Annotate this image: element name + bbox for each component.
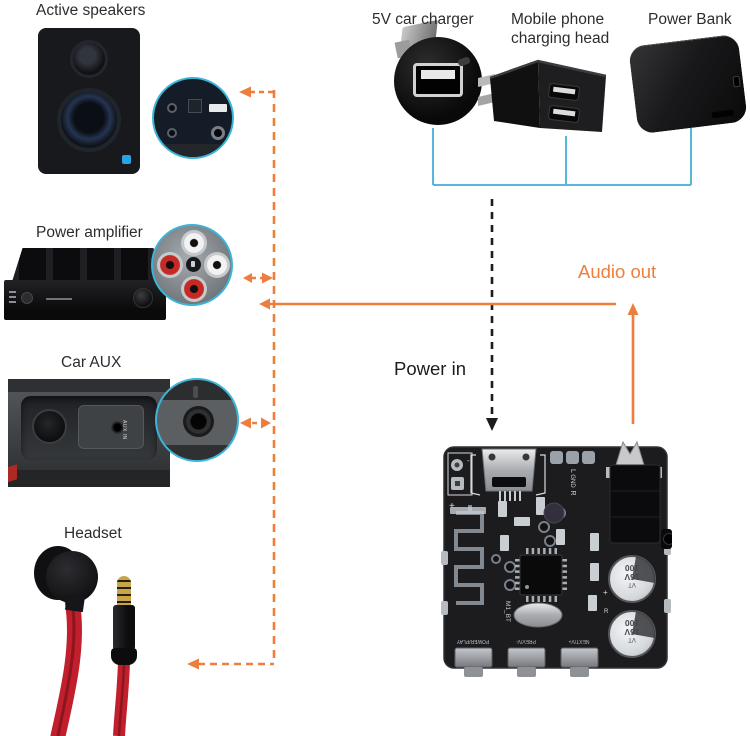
silkscreen-gnd: GND xyxy=(569,474,575,488)
button-prev-label: PREV/V- xyxy=(516,638,536,644)
car-charger-led xyxy=(457,56,471,67)
wall-charger-prong-bottom xyxy=(478,93,495,106)
cap1-value: 100 xyxy=(625,563,639,573)
power-in-label: Power in xyxy=(394,358,466,379)
car-aux-photo: AUX IN xyxy=(8,379,170,487)
output-pads: L GND R xyxy=(550,451,595,496)
bluetooth-receiver-board: - + L GND R xyxy=(441,440,672,677)
amplifier-volume-knob xyxy=(133,288,153,308)
wall-charger-top-edge xyxy=(489,59,607,80)
aux-lower-trim xyxy=(8,470,170,487)
car-charger-usb-port xyxy=(413,63,463,97)
silkscreen-plus: + xyxy=(449,501,455,512)
power-bank-usb-slot xyxy=(711,109,735,119)
power-bank-photo xyxy=(628,33,748,135)
car-aux-label: Car AUX xyxy=(61,354,122,371)
wall-charger-front-face xyxy=(490,61,540,128)
speaker-power-led xyxy=(122,155,131,164)
speaker-input-jack xyxy=(167,103,177,113)
headset-label: Headset xyxy=(64,525,122,542)
auxzoom-slit xyxy=(193,386,198,398)
car-charger-usb-tongue xyxy=(421,70,455,79)
speaker-aux-jack xyxy=(167,128,177,138)
speaker-dc-jack xyxy=(211,126,225,140)
active-speakers-label: Active speakers xyxy=(36,2,146,19)
capacitor-2: VT 16V 100 xyxy=(608,610,656,658)
car-charger-photo xyxy=(394,37,482,125)
amplifier-vents xyxy=(12,248,164,282)
amplifier-front-panel xyxy=(4,280,166,320)
cap2-voltage: 16V xyxy=(624,627,639,637)
speaker-usb-port xyxy=(209,104,227,112)
power-in-arrow xyxy=(486,199,498,431)
power-input-pads: - + xyxy=(447,452,473,512)
silkscreen-bt: M1_BT xyxy=(504,601,511,622)
silkscreen-r: R xyxy=(569,490,576,495)
crystal-oscillator xyxy=(513,602,563,628)
power-amplifier-photo xyxy=(4,248,166,326)
micro-usb-pins xyxy=(499,491,521,501)
plug-strain-relief xyxy=(111,648,137,665)
button-next: NEXT/V+ xyxy=(560,638,599,677)
rca-inputs-zoom xyxy=(151,224,233,306)
button-prev: PREV/V- xyxy=(507,638,546,677)
phone-charger-label: Mobile phone charging head xyxy=(511,11,610,47)
speaker-tweeter xyxy=(70,40,108,78)
aux-jack-zoom xyxy=(155,378,239,462)
speaker-optical-port xyxy=(188,99,202,113)
aux-jack-component xyxy=(606,440,672,549)
wall-charger-usb-port-1 xyxy=(548,83,580,101)
aux-port-plate: AUX IN xyxy=(78,405,144,449)
rca-jack-white-top xyxy=(181,230,207,256)
amplifier-port-marks xyxy=(9,291,16,303)
silkscreen-cap-plus: + xyxy=(603,588,608,597)
rca-jack-red-left xyxy=(157,252,183,278)
audio-out-label: Audio out xyxy=(578,261,657,282)
smd-components xyxy=(450,497,599,611)
power-amplifier-label: Power amplifier xyxy=(36,224,143,241)
micro-usb-port xyxy=(470,448,546,501)
rca-jack-red-bottom xyxy=(181,276,207,302)
earbud-stem xyxy=(64,593,86,613)
aux-in-text: AUX IN xyxy=(121,420,127,440)
silkscreen-cap-r: R xyxy=(604,609,609,615)
cap1-mark: VT xyxy=(628,581,636,587)
cap2-value: 100 xyxy=(625,618,639,628)
speaker-rear-panel-zoom xyxy=(152,77,234,159)
aux-recess-panel: AUX IN xyxy=(21,396,157,460)
button-power-play-label: POWER/PLAY xyxy=(456,638,489,644)
aux-jack-hole xyxy=(111,421,124,434)
plug-gold-tip xyxy=(117,576,131,608)
aux-lighter-socket xyxy=(32,409,67,444)
auxzoom-jack-hole xyxy=(183,406,214,437)
amplifier-logo-strip xyxy=(46,298,72,300)
speaker-panel-edge xyxy=(154,144,232,157)
auxzoom-lower-trim xyxy=(157,445,237,460)
power-bank-label: Power Bank xyxy=(648,11,732,28)
cap2-mark: VT xyxy=(628,636,636,642)
amplifier-small-knob xyxy=(21,292,33,304)
pcb-edge-pads xyxy=(441,541,671,615)
capacitor-1: VT 16V 100 xyxy=(608,555,656,603)
active-speaker-photo xyxy=(38,28,140,174)
aux-dashboard-trim xyxy=(8,379,170,392)
button-next-label: NEXT/V+ xyxy=(568,638,589,644)
rca-panel-logo xyxy=(186,257,201,272)
button-power-play: POWER/PLAY xyxy=(454,638,493,677)
rca-jack-white-right xyxy=(204,252,230,278)
silkscreen-minus: - xyxy=(467,456,470,465)
power-bank-micro-port xyxy=(732,75,741,88)
wall-charger-usb-port-2 xyxy=(548,105,580,123)
silkscreen-l: L xyxy=(569,469,576,473)
wall-charger-photo xyxy=(478,59,607,132)
plug-body xyxy=(113,605,135,652)
car-charger-label: 5V car charger xyxy=(372,11,474,28)
cap1-voltage: 16V xyxy=(624,572,639,582)
speaker-woofer xyxy=(57,88,121,152)
board-led xyxy=(543,502,565,524)
bluetooth-ic xyxy=(515,548,567,602)
